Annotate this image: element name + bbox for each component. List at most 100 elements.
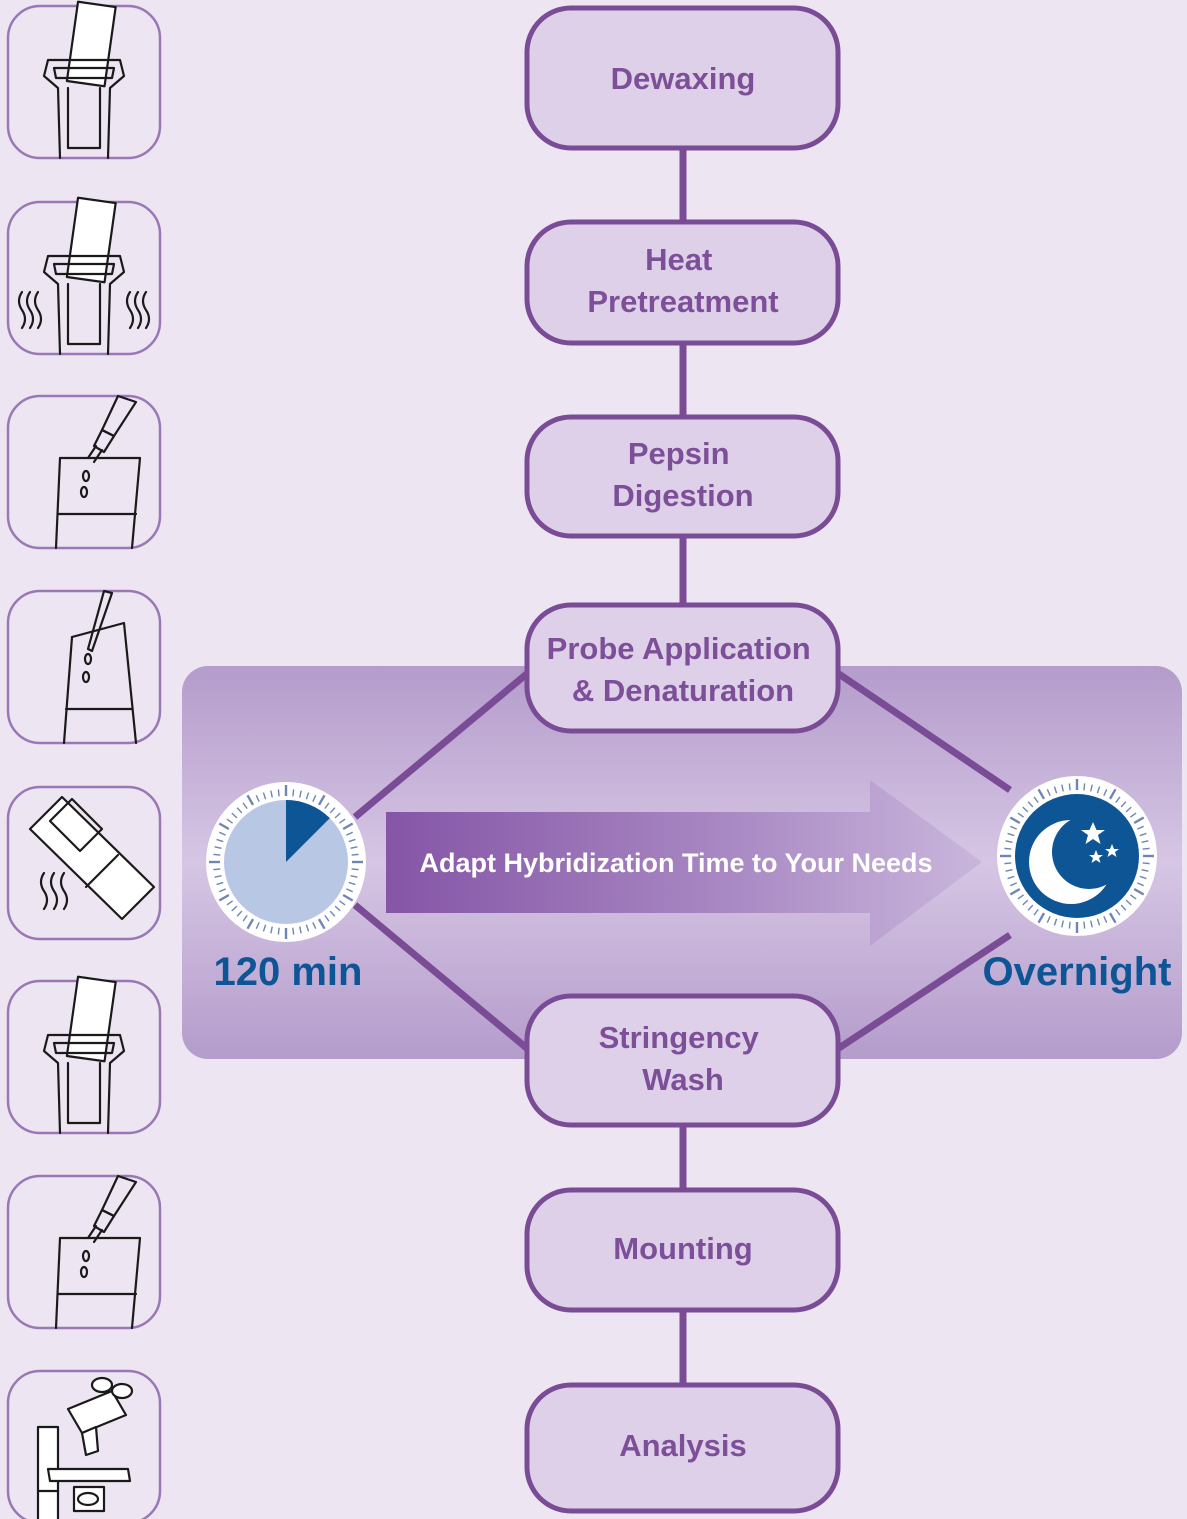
dial-tick [1061, 784, 1064, 792]
dial-tick [236, 807, 243, 814]
dial-tick [317, 794, 326, 806]
dial-tick [338, 900, 346, 906]
step-probe-application: Probe Application & Denaturation [524, 602, 841, 734]
dial-tick [1053, 786, 1058, 794]
dial-tick [292, 789, 295, 797]
dial-tick [255, 922, 260, 929]
timer-icon [206, 782, 366, 942]
dial-tick [1103, 916, 1108, 923]
dial-tick [277, 789, 280, 797]
dial-tick [242, 914, 248, 922]
dial-tick [329, 910, 336, 917]
timer-wedge [286, 800, 330, 862]
step-label: Mounting [613, 1231, 752, 1266]
dial-tick [218, 822, 230, 831]
dial-tick [277, 927, 280, 935]
dial-tick [1022, 806, 1029, 813]
dial-tick [270, 926, 273, 934]
dial-tick [1129, 812, 1137, 818]
dial-tick [1027, 904, 1034, 911]
dial-tick [262, 924, 267, 932]
connector-lines [352, 148, 1012, 1385]
dial-tick [216, 838, 224, 843]
dial-tick [216, 881, 224, 886]
dial-tick [312, 922, 317, 929]
dial-tick [214, 875, 222, 878]
dial-tick [350, 875, 358, 878]
dial-tick [324, 802, 330, 810]
microscope-icon [6, 1369, 162, 1519]
dial-tick [1009, 887, 1021, 896]
slide-jar-icon [6, 0, 162, 160]
star-icon [1089, 850, 1103, 863]
dial-tick [213, 853, 221, 856]
dial-tick [1007, 875, 1015, 880]
step-label: Probe Application & Denaturation [547, 631, 820, 708]
dial-tick [1068, 921, 1071, 929]
dial-tick [338, 818, 346, 824]
dial-tick [1142, 847, 1150, 850]
dial-tick [1133, 816, 1145, 825]
dial-tick [1017, 894, 1025, 900]
dial-tick [226, 900, 234, 906]
dial-tick [1141, 869, 1149, 872]
dial-tick [219, 888, 226, 893]
step-stringency-wash: Stringency Wash [524, 993, 841, 1128]
dial-tick [231, 812, 238, 819]
dial-tick [1083, 921, 1086, 929]
moon-clock-icon [997, 776, 1157, 936]
dial-tick [1096, 786, 1101, 794]
dial-tick [1125, 806, 1132, 813]
dial-tick [1053, 918, 1058, 926]
dial-tick [226, 818, 234, 824]
slide-jar-icon [6, 975, 162, 1135]
dial-tick [1005, 869, 1013, 872]
step-label: Dewaxing [611, 61, 756, 96]
dial-tick [1027, 801, 1034, 808]
dial-tick [324, 914, 330, 922]
dial-tick [246, 918, 255, 930]
dial-tick [299, 790, 302, 798]
dial-tick [351, 868, 359, 871]
dial-tick [350, 846, 358, 849]
dial-tick [1139, 832, 1147, 837]
dial-tick [255, 795, 260, 802]
dropper-bottle-icon [6, 394, 162, 550]
short-duration-label: 120 min [214, 950, 363, 994]
dial-tick [1115, 796, 1121, 804]
hybridization-arrow-label: Adapt Hybridization Time to Your Needs [419, 848, 932, 878]
dial-tick [1120, 904, 1127, 911]
dial-tick [312, 795, 317, 802]
dial-tick [1010, 882, 1017, 887]
dial-tick [1004, 847, 1012, 850]
step-label: Pepsin Digestion [612, 436, 753, 513]
dial-tick [1017, 812, 1025, 818]
dial-tick [270, 790, 273, 798]
dial-tick [1009, 816, 1021, 825]
dial-tick [1125, 899, 1132, 906]
star-icon [1105, 844, 1119, 857]
dial-tick [1139, 875, 1147, 880]
dial-tick [1137, 825, 1144, 830]
dial-tick [1033, 908, 1039, 916]
dial-tick [1133, 887, 1145, 896]
dial-tick [317, 918, 326, 930]
dial-tick [218, 893, 230, 902]
dial-tick [1004, 862, 1012, 865]
heated-slide-jar-icon [6, 196, 162, 356]
dial-tick [1083, 783, 1086, 791]
dial-tick [1046, 789, 1051, 796]
dial-tick [236, 910, 243, 917]
long-duration-label: Overnight [983, 950, 1172, 994]
dial-tick [334, 812, 341, 819]
dial-tick [346, 888, 353, 893]
dial-tick [1090, 784, 1093, 792]
dial-tick [1033, 796, 1039, 804]
step-label: Stringency Wash [599, 1020, 768, 1097]
step-mounting: Mounting [524, 1187, 841, 1313]
dial-tick [1137, 882, 1144, 887]
dial-tick [351, 853, 359, 856]
dial-tick [242, 802, 248, 810]
dial-tick [1037, 912, 1046, 924]
hybridization-arrow: Adapt Hybridization Time to Your Needs [386, 780, 982, 946]
